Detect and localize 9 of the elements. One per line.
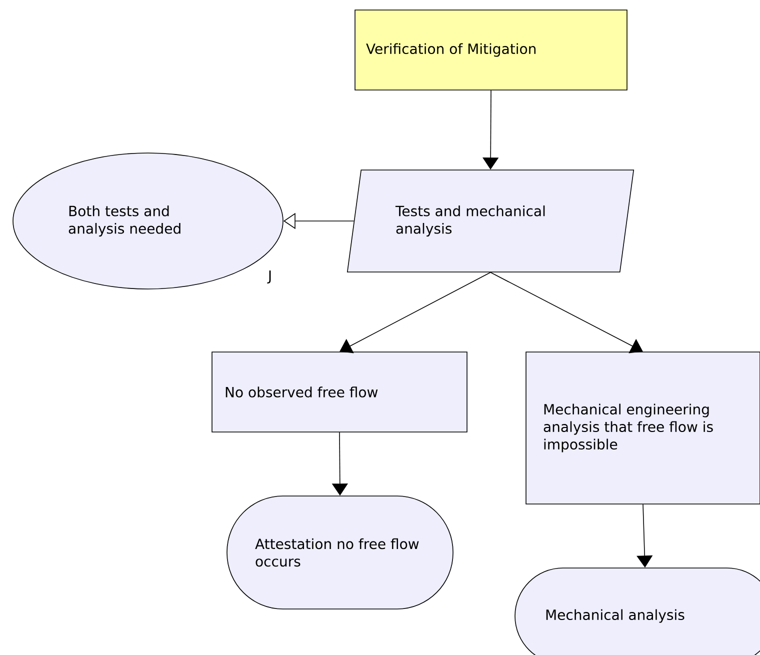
arrow <box>490 272 643 354</box>
process-box: Verification of Mitigation <box>354 10 628 90</box>
process-box: Mechanical engineering analysis that free flow is impossible <box>526 352 760 504</box>
data-parallelogram: Tests and mechanical analysis <box>346 170 634 272</box>
note-text: J <box>267 270 271 284</box>
terminal-box: Mechanical analysis <box>514 568 760 655</box>
arrow <box>340 272 491 354</box>
process-box: No observed free flow <box>212 352 468 432</box>
terminal-box: Attestation no free flow occurs <box>226 496 454 610</box>
